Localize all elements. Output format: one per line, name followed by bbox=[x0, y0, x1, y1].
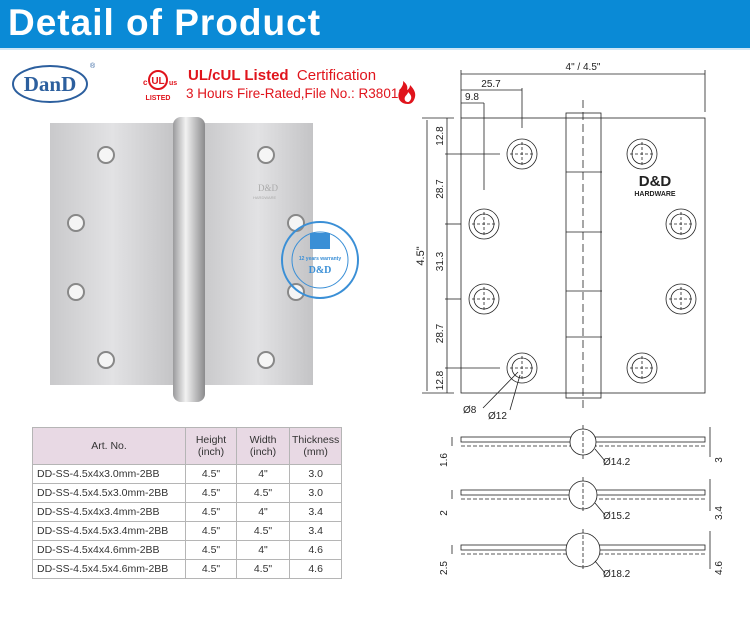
vertical-dimension: 12.8 bbox=[435, 370, 446, 390]
table-cell: 4" bbox=[236, 502, 290, 522]
svg-text:®: ® bbox=[90, 62, 95, 70]
table-cell: 4.5" bbox=[185, 464, 237, 484]
screw-hole bbox=[665, 283, 697, 315]
vertical-dimension: 31.3 bbox=[435, 251, 446, 271]
vertical-dimension: 28.7 bbox=[435, 179, 446, 199]
vertical-dimension: 28.7 bbox=[435, 323, 446, 343]
screw-hole bbox=[506, 138, 538, 170]
table-cell: 4.5" bbox=[236, 483, 290, 503]
page-title: Detail of Product bbox=[8, 2, 322, 43]
technical-drawing: 4" / 4.5" 25.7 9.8 4.5" 12.8 28.7 31.3 28.7… bbox=[415, 62, 725, 580]
screw-hole bbox=[468, 208, 500, 240]
table-cell: 3.4 bbox=[288, 521, 343, 541]
svg-text:us: us bbox=[169, 80, 177, 87]
width-label: 4" / 4.5" bbox=[566, 62, 601, 73]
table-cell: DD-SS-4.5x4x4.6mm-2BB bbox=[32, 540, 186, 560]
svg-text:c: c bbox=[143, 78, 148, 87]
table-cell: 4.5" bbox=[236, 521, 290, 541]
table-cell: DD-SS-4.5x4.5x3.0mm-2BB bbox=[32, 483, 186, 503]
dand-logo: DanD ® bbox=[12, 62, 95, 103]
svg-text:Ø12: Ø12 bbox=[488, 411, 507, 422]
table-cell: DD-SS-4.5x4x3.4mm-2BB bbox=[32, 502, 186, 522]
hinge-plate-outline bbox=[460, 117, 706, 394]
svg-text:LISTED: LISTED bbox=[146, 95, 171, 102]
table-cell: 4.5" bbox=[236, 559, 290, 579]
svg-text:D&D: D&D bbox=[258, 183, 279, 193]
col-art-no: Art. No. bbox=[32, 427, 186, 465]
col-thickness: Thickness(mm) bbox=[288, 427, 343, 465]
total-thickness: 4.6 bbox=[714, 561, 725, 575]
section-view: Ø14.2 1.6 3 bbox=[439, 425, 725, 468]
table-cell: DD-SS-4.5x4.5x3.4mm-2BB bbox=[32, 521, 186, 541]
fire-icon bbox=[398, 81, 416, 104]
table-cell: 4" bbox=[236, 540, 290, 560]
hinge-photo: D&D HARDWARE 12 years warranty D&D bbox=[50, 117, 359, 402]
fire-rating-text: 3 Hours Fire-Rated,File No.: R38013 bbox=[186, 86, 406, 101]
total-thickness: 3 bbox=[714, 457, 725, 463]
table-cell: 4.5" bbox=[185, 502, 237, 522]
leaf-thickness: 1.6 bbox=[439, 453, 450, 467]
svg-text:D&D: D&D bbox=[639, 173, 672, 190]
section-view: Ø15.2 2 3.4 bbox=[439, 477, 725, 522]
total-thickness: 3.4 bbox=[714, 506, 725, 520]
table-cell: 4.5" bbox=[185, 540, 237, 560]
leaf-thickness: 2.5 bbox=[439, 561, 450, 575]
table-cell: 3.4 bbox=[288, 502, 343, 522]
screw-hole bbox=[506, 352, 538, 384]
screw-hole bbox=[468, 283, 500, 315]
table-cell: DD-SS-4.5x4.5x4.6mm-2BB bbox=[32, 559, 186, 579]
table-cell: 4.6 bbox=[288, 559, 343, 579]
spec-table: Art. No. Height(inch) Width(inch) Thickn… bbox=[32, 427, 343, 579]
col-height: Height(inch) bbox=[185, 427, 237, 465]
leaf-thickness: 2 bbox=[439, 510, 450, 516]
svg-text:DanD: DanD bbox=[24, 72, 77, 96]
svg-text:HARDWARE: HARDWARE bbox=[253, 195, 277, 200]
table-cell: 4.5" bbox=[185, 559, 237, 579]
table-cell: DD-SS-4.5x4x3.0mm-2BB bbox=[32, 464, 186, 484]
screw-hole bbox=[626, 138, 658, 170]
warranty-stamp: 12 years warranty D&D bbox=[281, 221, 359, 299]
knuckle-diameter: Ø18.2 bbox=[603, 569, 631, 580]
table-cell: 4.5" bbox=[185, 521, 237, 541]
svg-text:25.7: 25.7 bbox=[481, 79, 501, 90]
height-label: 4.5" bbox=[415, 246, 427, 265]
table-cell: 3.0 bbox=[288, 483, 343, 503]
svg-text:Ø8: Ø8 bbox=[463, 405, 477, 416]
screw-hole bbox=[665, 208, 697, 240]
ul-listed-text: UL/cUL Listed Certification bbox=[188, 67, 377, 84]
svg-text:UL: UL bbox=[151, 76, 164, 87]
ul-listed-mark: c UL us LISTED bbox=[143, 70, 416, 104]
screw-hole bbox=[626, 352, 658, 384]
svg-text:D&D: D&D bbox=[309, 265, 332, 276]
svg-text:9.8: 9.8 bbox=[465, 92, 479, 103]
col-width: Width(inch) bbox=[236, 427, 290, 465]
svg-text:12 years warranty: 12 years warranty bbox=[299, 256, 341, 262]
vertical-dimension: 12.8 bbox=[435, 126, 446, 146]
section-view: Ø18.2 2.5 4.6 bbox=[439, 529, 725, 580]
knuckle-diameter: Ø14.2 bbox=[603, 457, 631, 468]
table-cell: 4.5" bbox=[185, 483, 237, 503]
table-cell: 4" bbox=[236, 464, 290, 484]
header-banner: Detail of Product bbox=[0, 0, 750, 50]
table-cell: 3.0 bbox=[288, 464, 343, 484]
knuckle-diameter: Ø15.2 bbox=[603, 511, 631, 522]
table-cell: 4.6 bbox=[288, 540, 343, 560]
svg-text:HARDWARE: HARDWARE bbox=[634, 191, 676, 198]
